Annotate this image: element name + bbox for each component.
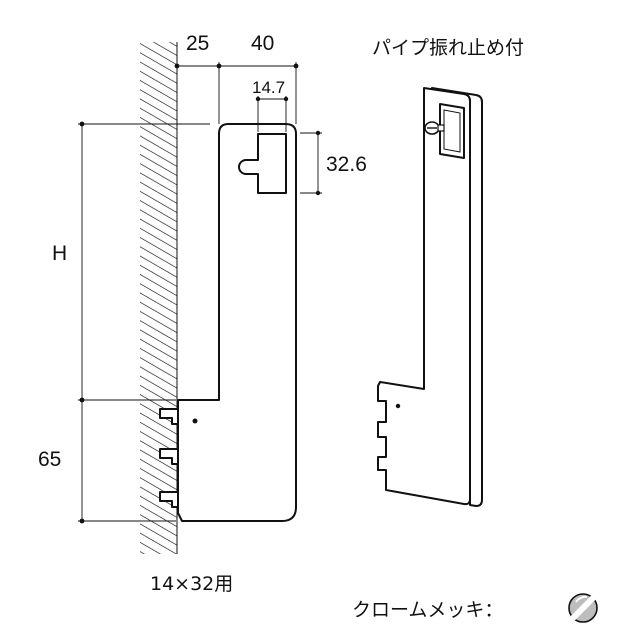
stopper-screw-icon <box>424 121 445 135</box>
hook-notch-1 <box>159 408 179 425</box>
dim-bracket-depth: 40 <box>251 32 274 55</box>
caption-size: 14×32用 <box>150 573 233 595</box>
wall-section <box>140 42 178 554</box>
dim-height: H <box>52 242 67 265</box>
dim-slot-height: 32.6 <box>326 153 367 176</box>
chrome-swatch-icon <box>568 593 598 623</box>
screw-hole <box>192 418 198 424</box>
dimension-lines <box>78 62 322 524</box>
bracket-front-view <box>159 123 297 522</box>
finish-label: クロームメッキ： <box>352 599 503 621</box>
hook-notch-3 <box>159 491 179 508</box>
feature-title: パイプ振れ止め付 <box>372 37 524 59</box>
dim-wall-offset: 25 <box>186 32 209 55</box>
dim-slot-width: 14.7 <box>252 78 285 97</box>
dim-bottom-height: 65 <box>38 448 61 471</box>
bracket-perspective-view <box>377 87 483 507</box>
hook-notch-2 <box>159 448 179 465</box>
